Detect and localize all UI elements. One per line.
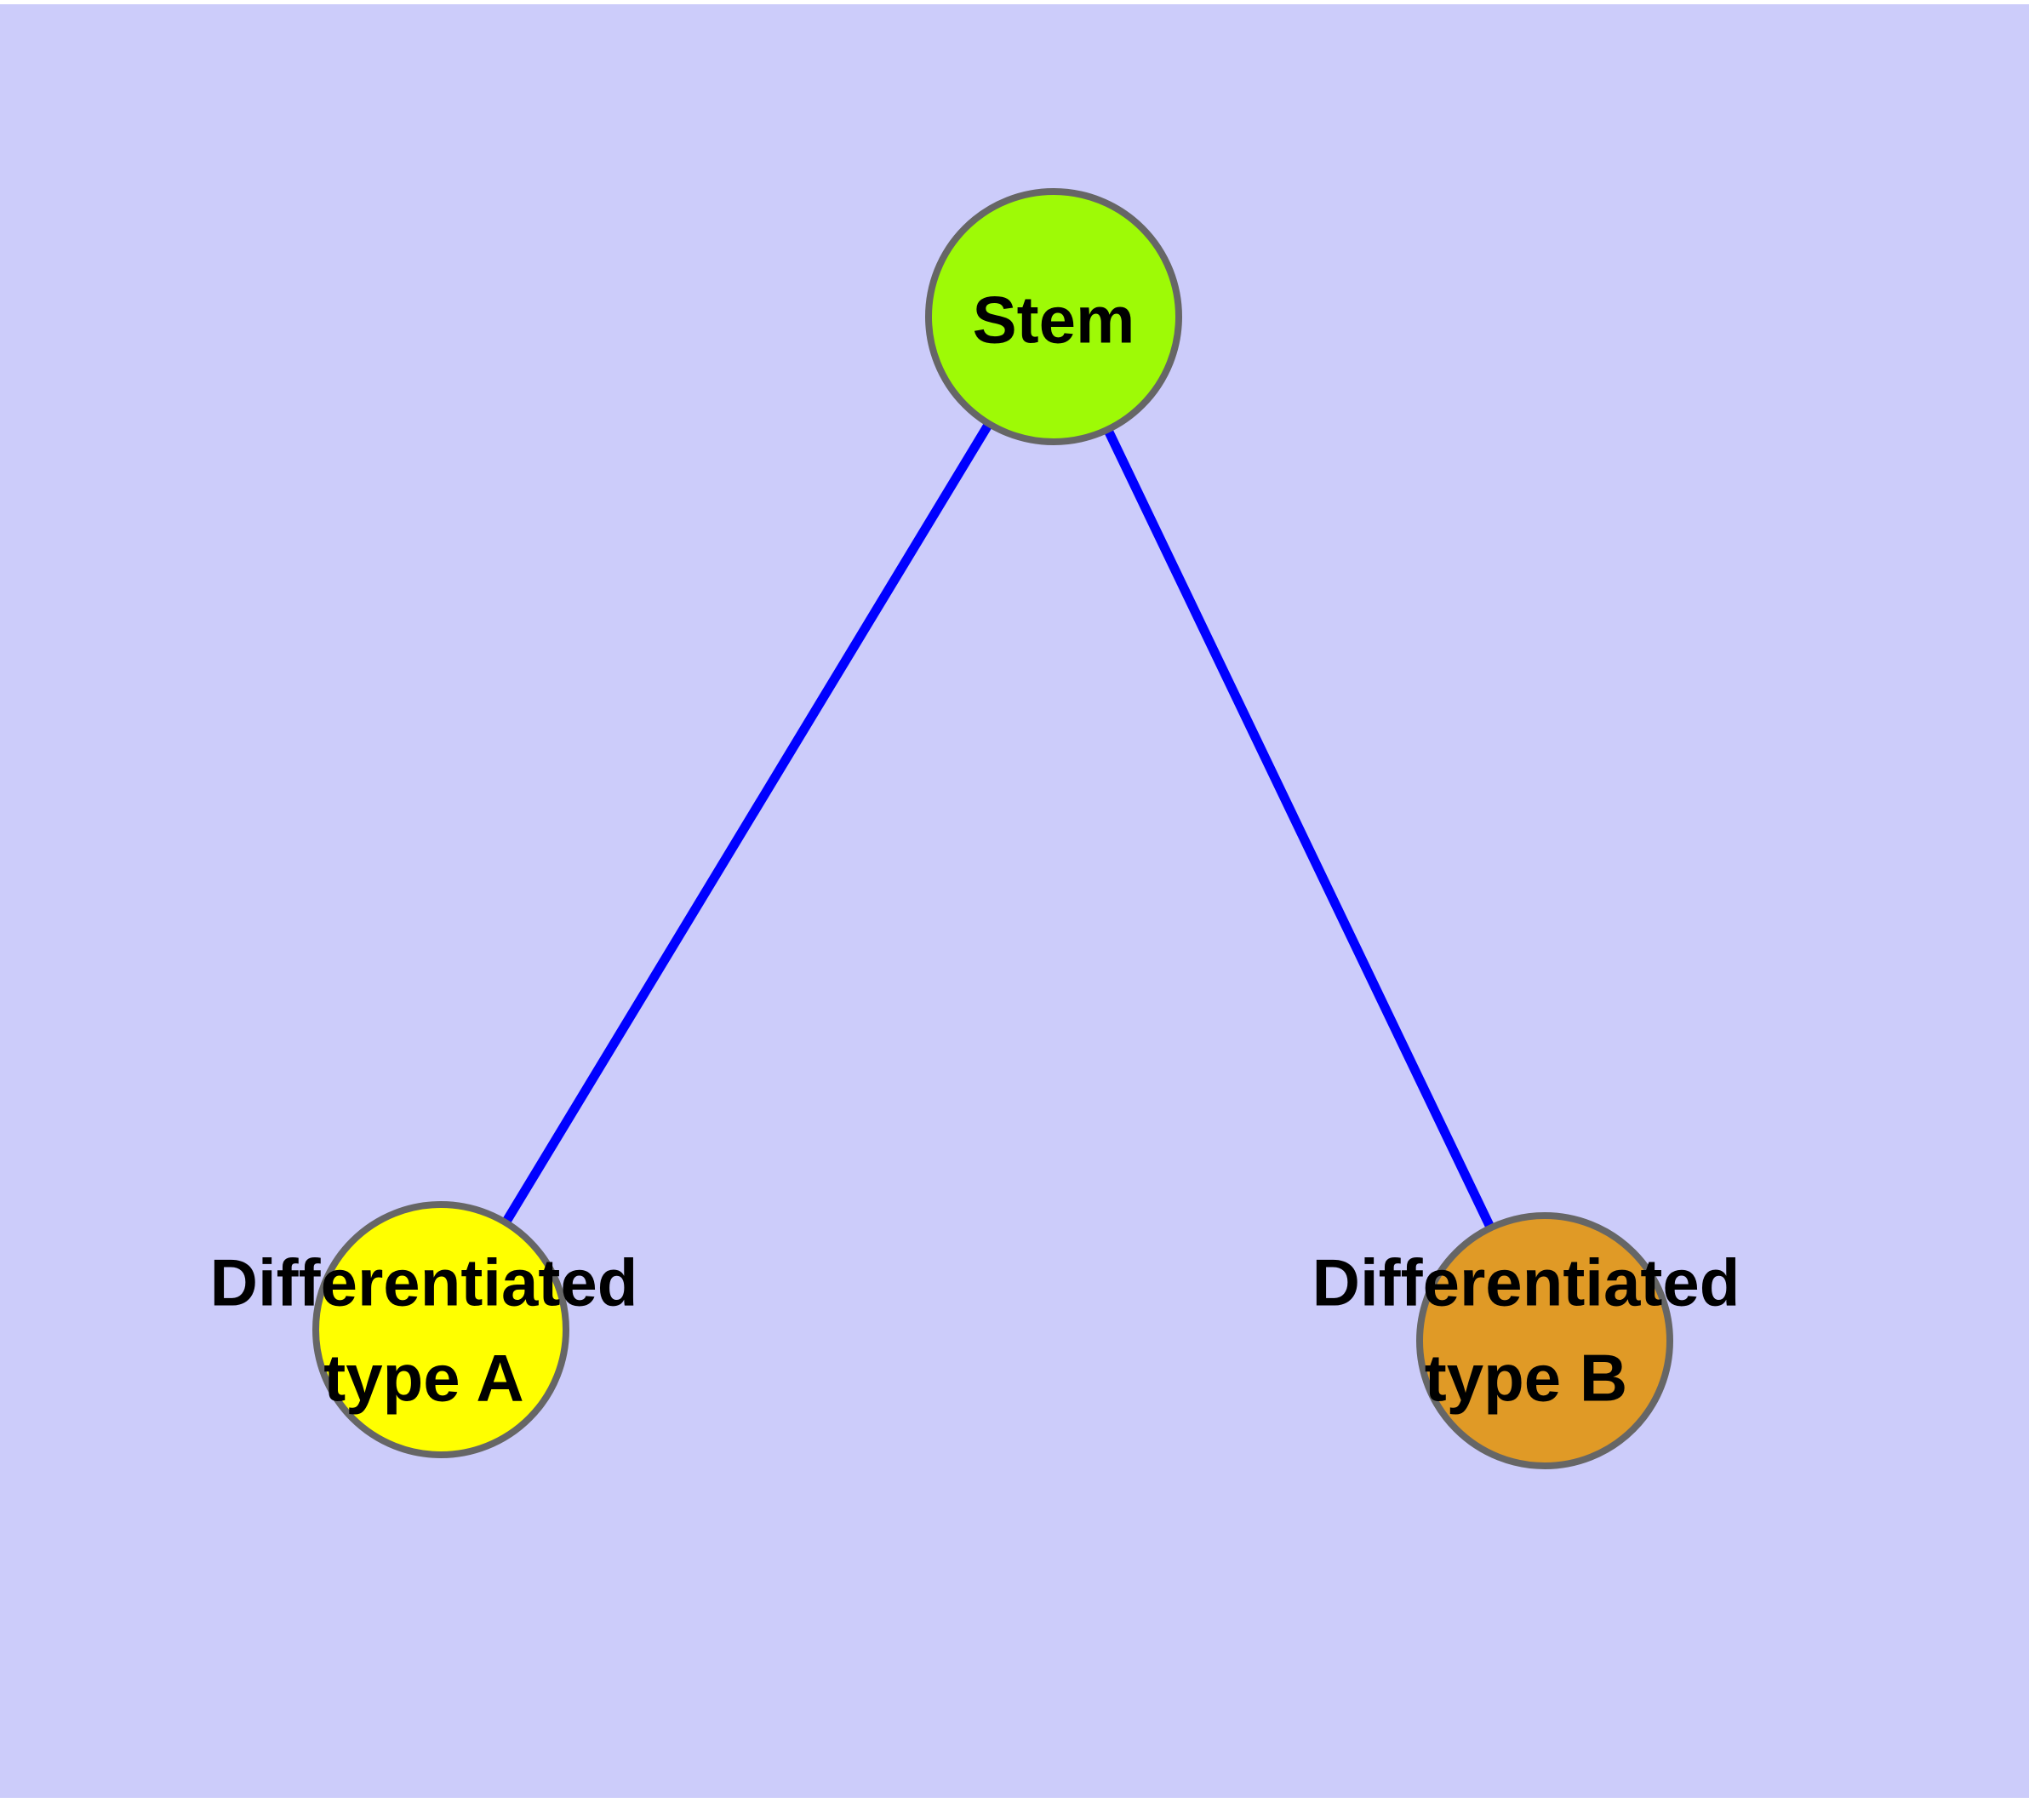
node-differentiated-type-a-label-line2: type A bbox=[323, 1341, 524, 1416]
edge-stem-to-differentiated-type-a[interactable] bbox=[437, 314, 1058, 1332]
node-differentiated-type-b-label-line1: Differentiated bbox=[1312, 1245, 1740, 1320]
node-differentiated-type-a[interactable] bbox=[312, 1201, 569, 1458]
node-differentiated-type-b-circle[interactable] bbox=[1416, 1212, 1673, 1469]
node-differentiated-type-a-circle[interactable] bbox=[312, 1201, 569, 1458]
label-layer: Stem Differentiated type A Differentiate… bbox=[210, 283, 1740, 1416]
node-stem[interactable] bbox=[925, 188, 1182, 445]
node-differentiated-type-b-label-line2: type B bbox=[1425, 1341, 1627, 1416]
node-differentiated-type-a-label-line1: Differentiated bbox=[210, 1245, 638, 1320]
node-layer bbox=[312, 188, 1673, 1469]
node-stem-label: Stem bbox=[973, 283, 1135, 358]
edge-layer bbox=[437, 314, 1549, 1343]
node-stem-circle[interactable] bbox=[925, 188, 1182, 445]
node-differentiated-type-b[interactable] bbox=[1416, 1212, 1673, 1469]
edge-stem-to-differentiated-type-b[interactable] bbox=[1049, 314, 1549, 1343]
